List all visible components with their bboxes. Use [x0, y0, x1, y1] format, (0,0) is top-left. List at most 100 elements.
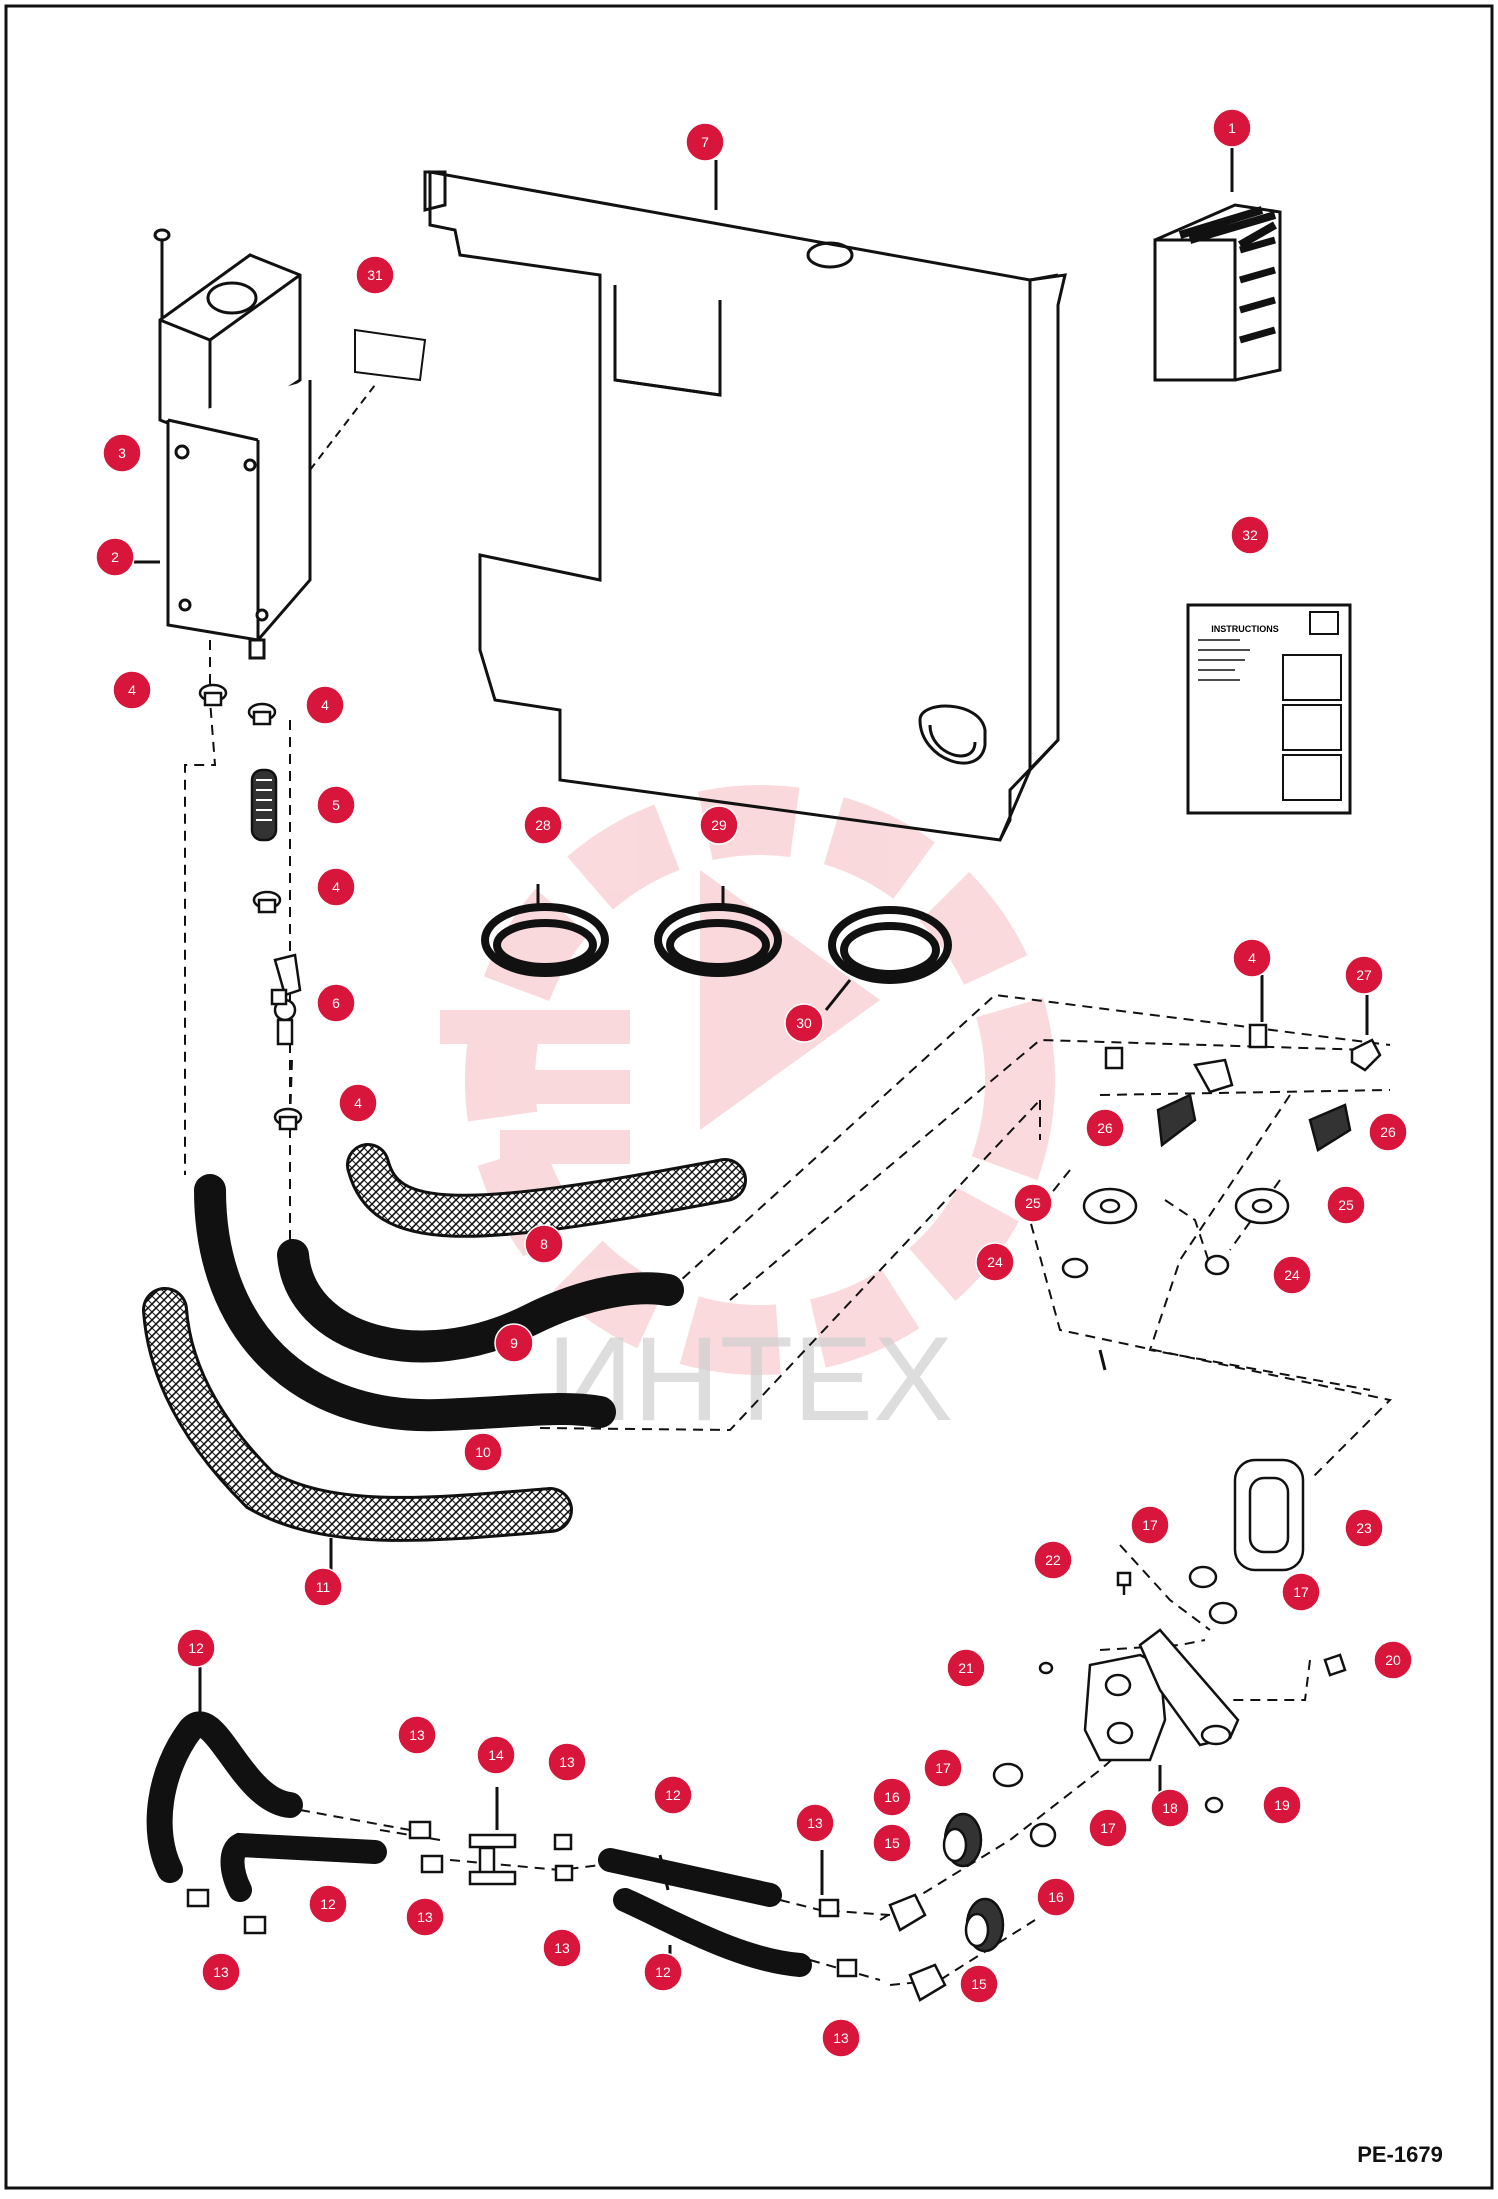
callout-circle — [784, 1003, 824, 1043]
callout-label: 12 — [320, 1896, 336, 1912]
callout-marker: 15 — [959, 1964, 999, 2004]
callout-marker: 13 — [795, 1803, 835, 1843]
callout-circle — [476, 1735, 516, 1775]
callout-circle — [524, 1224, 564, 1264]
callout-circle — [338, 1083, 378, 1123]
callout-circle — [201, 1952, 241, 1992]
callout-circle — [316, 867, 356, 907]
callout-circle — [303, 1567, 343, 1607]
callout-circle — [1272, 1255, 1312, 1295]
callout-label: 31 — [367, 267, 383, 283]
callout-label: 17 — [1142, 1517, 1158, 1533]
callout-label: 5 — [332, 797, 340, 813]
callout-label: 16 — [884, 1789, 900, 1805]
callout-marker: 29 — [699, 805, 739, 845]
callout-label: 24 — [987, 1254, 1003, 1270]
callout-label: 15 — [971, 1976, 987, 1992]
callout-marker: 12 — [653, 1775, 693, 1815]
callout-circle — [316, 983, 356, 1023]
callout-circle — [112, 670, 152, 710]
callout-label: 26 — [1380, 1124, 1396, 1140]
callout-label: 13 — [409, 1727, 425, 1743]
callout-marker: 12 — [643, 1952, 683, 1992]
callout-marker: 1 — [1212, 108, 1252, 148]
callout-label: 24 — [1284, 1267, 1300, 1283]
callout-label: 3 — [118, 445, 126, 461]
part-decal — [309, 328, 427, 471]
callout-marker: 9 — [494, 1323, 534, 1363]
callout-circle — [542, 1928, 582, 1968]
callout-circle — [959, 1964, 999, 2004]
callout-marker: 19 — [1262, 1785, 1302, 1825]
callout-circle — [1326, 1185, 1366, 1225]
callout-marker: 26 — [1368, 1112, 1408, 1152]
callout-circle — [1212, 108, 1252, 148]
part-hose-coils — [481, 903, 952, 984]
callout-label: 17 — [1293, 1584, 1309, 1600]
callout-marker: 10 — [463, 1432, 503, 1472]
callout-label: 9 — [510, 1335, 518, 1351]
callout-marker: 17 — [1130, 1505, 1170, 1545]
callout-label: 20 — [1385, 1652, 1401, 1668]
callout-marker: 4 — [316, 867, 356, 907]
callout-circle — [308, 1884, 348, 1924]
callout-circle — [1013, 1183, 1053, 1223]
callout-marker: 27 — [1344, 955, 1384, 995]
callout-marker: 4 — [112, 670, 152, 710]
callout-circle — [1033, 1540, 1073, 1580]
callout-marker: 12 — [176, 1628, 216, 1668]
watermark-logo — [440, 785, 1055, 1375]
callout-marker: 17 — [1088, 1808, 1128, 1848]
callout-marker: 22 — [1033, 1540, 1073, 1580]
callout-label: 25 — [1025, 1195, 1041, 1211]
callout-label: 11 — [316, 1579, 331, 1595]
callout-circle — [1262, 1785, 1302, 1825]
callout-label: 7 — [701, 134, 709, 150]
callout-marker: 12 — [308, 1884, 348, 1924]
callout-circle — [699, 805, 739, 845]
callout-label: 12 — [665, 1787, 681, 1803]
callout-label: 4 — [332, 879, 340, 895]
callout-circle — [102, 433, 142, 473]
callout-circle — [872, 1823, 912, 1863]
callout-label: 21 — [958, 1660, 974, 1676]
callout-label: 13 — [213, 1964, 229, 1980]
part-panel — [423, 170, 1067, 842]
callout-label: 4 — [128, 682, 136, 698]
callout-label: 13 — [559, 1754, 575, 1770]
callout-label: 12 — [655, 1964, 671, 1980]
callout-marker: 3 — [102, 433, 142, 473]
callout-circle — [653, 1775, 693, 1815]
callout-marker: 16 — [872, 1777, 912, 1817]
callout-circle — [1344, 1508, 1384, 1548]
callout-marker: 13 — [201, 1952, 241, 1992]
callout-circle — [405, 1897, 445, 1937]
callout-label: 13 — [554, 1940, 570, 1956]
callout-circle — [316, 785, 356, 825]
callout-label: 13 — [833, 2030, 849, 2046]
callout-marker: 16 — [1036, 1877, 1076, 1917]
callout-marker: 14 — [476, 1735, 516, 1775]
callout-marker: 6 — [316, 983, 356, 1023]
callout-label: 26 — [1097, 1120, 1113, 1136]
part-hoses-upper — [142, 1143, 747, 1542]
callout-marker: 11 — [303, 1567, 343, 1607]
callout-label: 27 — [1356, 967, 1372, 983]
callout-marker: 17 — [923, 1748, 963, 1788]
callout-label: 16 — [1048, 1889, 1064, 1905]
callout-label: 32 — [1242, 527, 1258, 543]
callout-marker: 13 — [397, 1715, 437, 1755]
callout-label: 22 — [1045, 1552, 1061, 1568]
callout-circle — [305, 685, 345, 725]
callout-label: 4 — [321, 697, 329, 713]
part-fittings — [186, 683, 1382, 2002]
callout-marker: 13 — [405, 1897, 445, 1937]
watermark-text: ИНТЕХ — [547, 1312, 953, 1446]
callout-label: 1 — [1228, 120, 1236, 136]
callout-label: 23 — [1356, 1520, 1372, 1536]
callout-label: 17 — [1100, 1820, 1116, 1836]
callout-circle — [975, 1242, 1015, 1282]
